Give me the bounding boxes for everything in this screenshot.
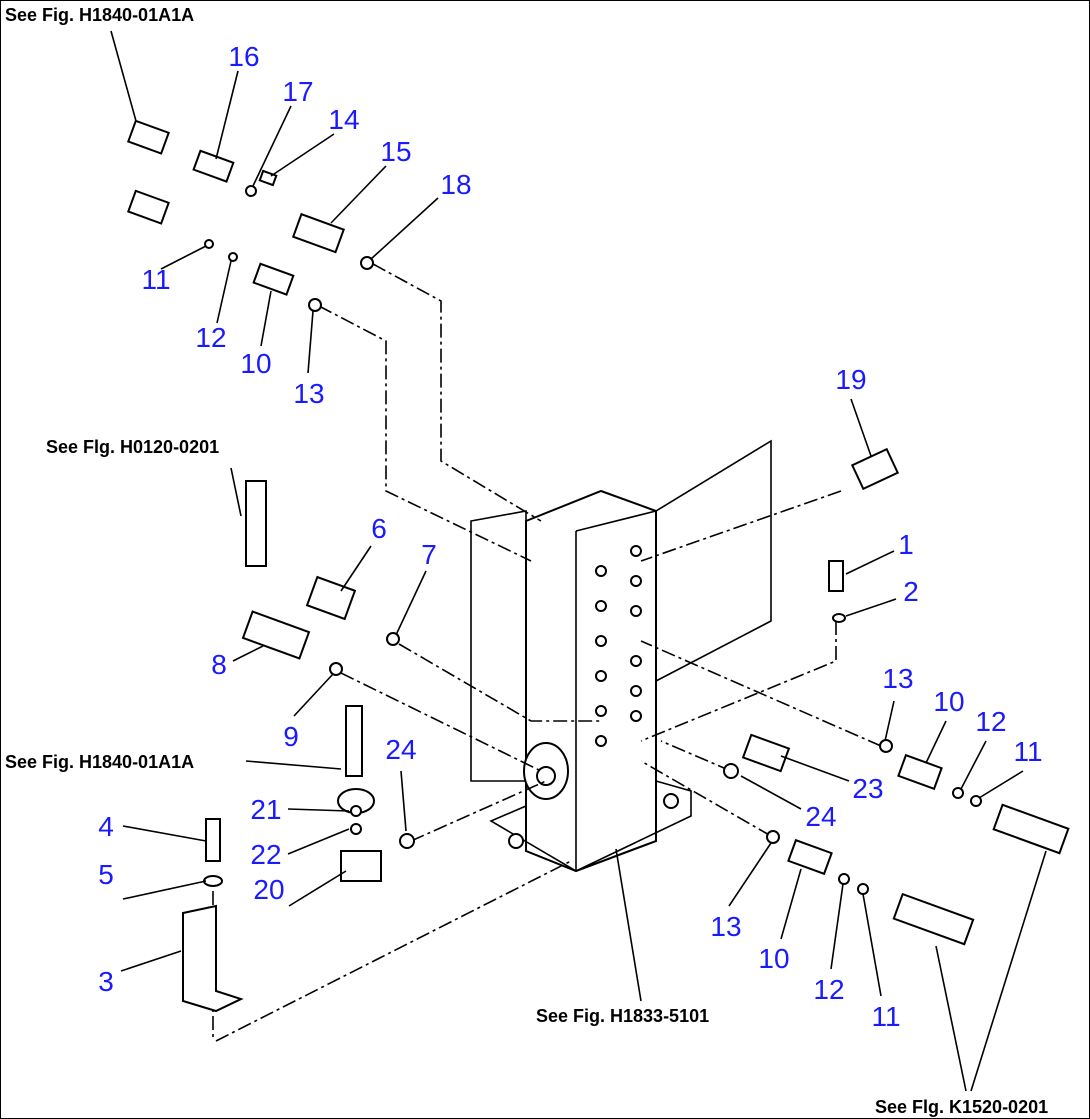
callout-13: 13 xyxy=(710,911,741,942)
callout-11: 11 xyxy=(871,1001,900,1032)
figure-reference[interactable]: See Fig. H1840-01A1A xyxy=(5,5,194,25)
callout-21: 21 xyxy=(250,794,281,825)
figure-reference[interactable]: See Flg. H0120-0201 xyxy=(46,437,219,457)
callout-4: 4 xyxy=(98,811,114,842)
callout-7: 7 xyxy=(421,539,437,570)
callout-11: 11 xyxy=(1013,736,1042,767)
callout-13: 13 xyxy=(293,378,324,409)
callout-19: 19 xyxy=(835,364,866,395)
callout-1: 1 xyxy=(898,529,914,560)
connection-lines xyxy=(212,263,882,1042)
callout-8: 8 xyxy=(211,649,227,680)
callout-24: 24 xyxy=(385,734,416,765)
callout-3: 3 xyxy=(98,966,114,997)
control-valve-block xyxy=(470,439,772,873)
callout-22: 22 xyxy=(250,839,281,870)
callout-12: 12 xyxy=(813,974,844,1005)
callout-10: 10 xyxy=(758,943,789,974)
callout-13: 13 xyxy=(882,663,913,694)
port-holes xyxy=(595,545,642,747)
callout-20: 20 xyxy=(253,874,284,905)
callout-23: 23 xyxy=(852,773,883,804)
callout-17: 17 xyxy=(282,76,313,107)
callout-2: 2 xyxy=(903,576,919,607)
figure-reference[interactable]: See Fig. H1840-01A1A xyxy=(5,752,194,772)
callout-24: 24 xyxy=(805,801,836,832)
callout-18: 18 xyxy=(440,169,471,200)
callout-16: 16 xyxy=(228,41,259,72)
leader-lines xyxy=(110,30,1047,1092)
callout-11: 11 xyxy=(141,264,170,295)
figure-reference[interactable]: See Flg. K1520-0201 xyxy=(875,1097,1048,1117)
callout-15: 15 xyxy=(380,136,411,167)
callout-6: 6 xyxy=(371,513,387,544)
callout-14: 14 xyxy=(328,104,359,135)
callout-10: 10 xyxy=(240,348,271,379)
callout-5: 5 xyxy=(98,859,114,890)
callout-12: 12 xyxy=(975,706,1006,737)
figure-reference[interactable]: See Fig. H1833-5101 xyxy=(536,1006,709,1026)
callout-12: 12 xyxy=(195,322,226,353)
callout-10: 10 xyxy=(933,686,964,717)
parts xyxy=(126,119,1070,1013)
callout-9: 9 xyxy=(283,721,299,752)
